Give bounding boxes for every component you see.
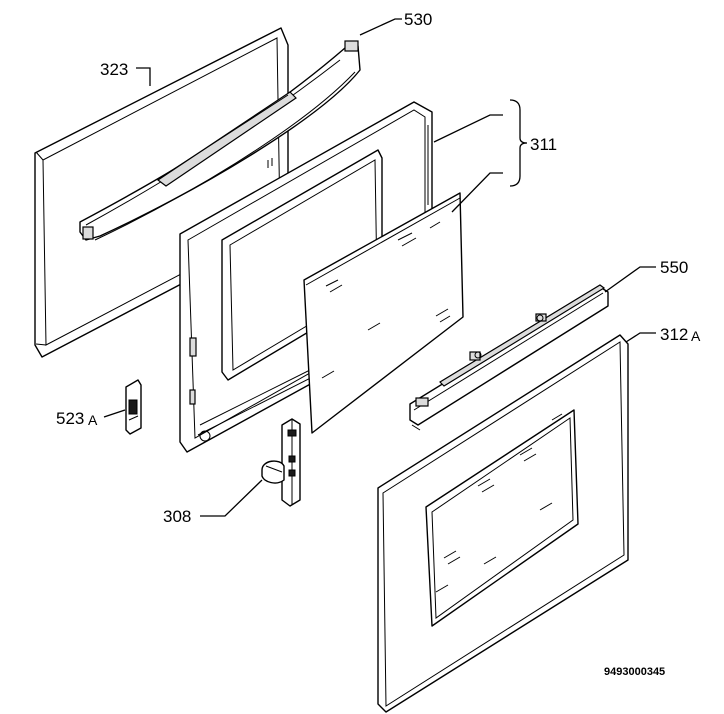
- part-550-top-profile-strip: [409, 284, 609, 431]
- leader-308: [200, 479, 263, 517]
- label-550: 550: [660, 258, 688, 277]
- part-530-top-handle: [79, 40, 361, 241]
- label-312-suffix: A: [691, 328, 701, 344]
- part-312A-outer-door-glass: [377, 334, 629, 713]
- label-312: 312: [660, 325, 688, 344]
- label-323: 323: [100, 60, 128, 79]
- leader-530: [359, 18, 402, 36]
- part-308-hinge: [261, 418, 301, 507]
- leader-323: [136, 67, 151, 86]
- leader-312: [625, 332, 656, 343]
- drawing-code: 9493000345: [604, 666, 665, 678]
- leader-550: [604, 266, 656, 293]
- label-523-suffix: A: [88, 412, 98, 428]
- leader-lines: [103, 18, 656, 517]
- part-523A-clip: [125, 379, 142, 435]
- part-311-glass-panel: [303, 192, 464, 434]
- label-523: 523: [56, 409, 84, 428]
- leader-311-a: [433, 114, 503, 143]
- label-308: 308: [163, 507, 191, 526]
- label-530: 530: [404, 10, 432, 29]
- leader-311-b: [451, 172, 503, 213]
- leader-523: [103, 409, 126, 418]
- bracket-311: [509, 99, 528, 187]
- label-311: 311: [530, 135, 557, 154]
